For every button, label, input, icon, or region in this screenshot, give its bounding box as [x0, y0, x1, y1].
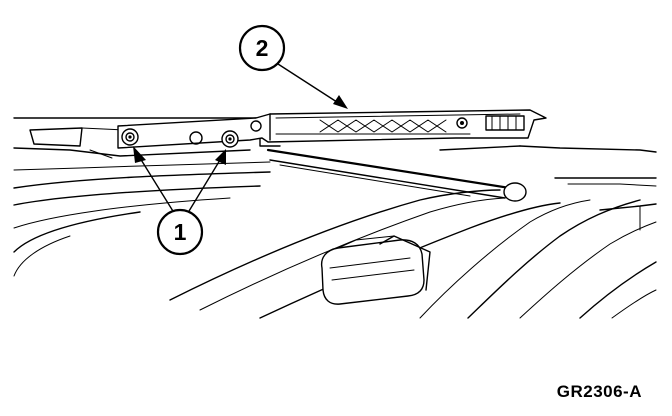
- callout-1: 1: [156, 208, 204, 256]
- windshield-and-hood: [13, 171, 657, 319]
- retaining-nuts: [121, 128, 239, 148]
- retaining-nut-left: [121, 128, 139, 146]
- figure-id: GR2306-A: [556, 382, 642, 401]
- leader-lines: [133, 63, 348, 217]
- callout-2-label: 2: [256, 35, 269, 61]
- cowl-panel: [13, 117, 657, 187]
- wiper-arm: [117, 109, 547, 149]
- callout-2: 2: [238, 24, 286, 72]
- callout-1-label: 1: [174, 219, 187, 245]
- cowl-vent: [320, 235, 431, 305]
- retaining-nut-right: [221, 130, 239, 148]
- wiper-linkage: [266, 148, 527, 202]
